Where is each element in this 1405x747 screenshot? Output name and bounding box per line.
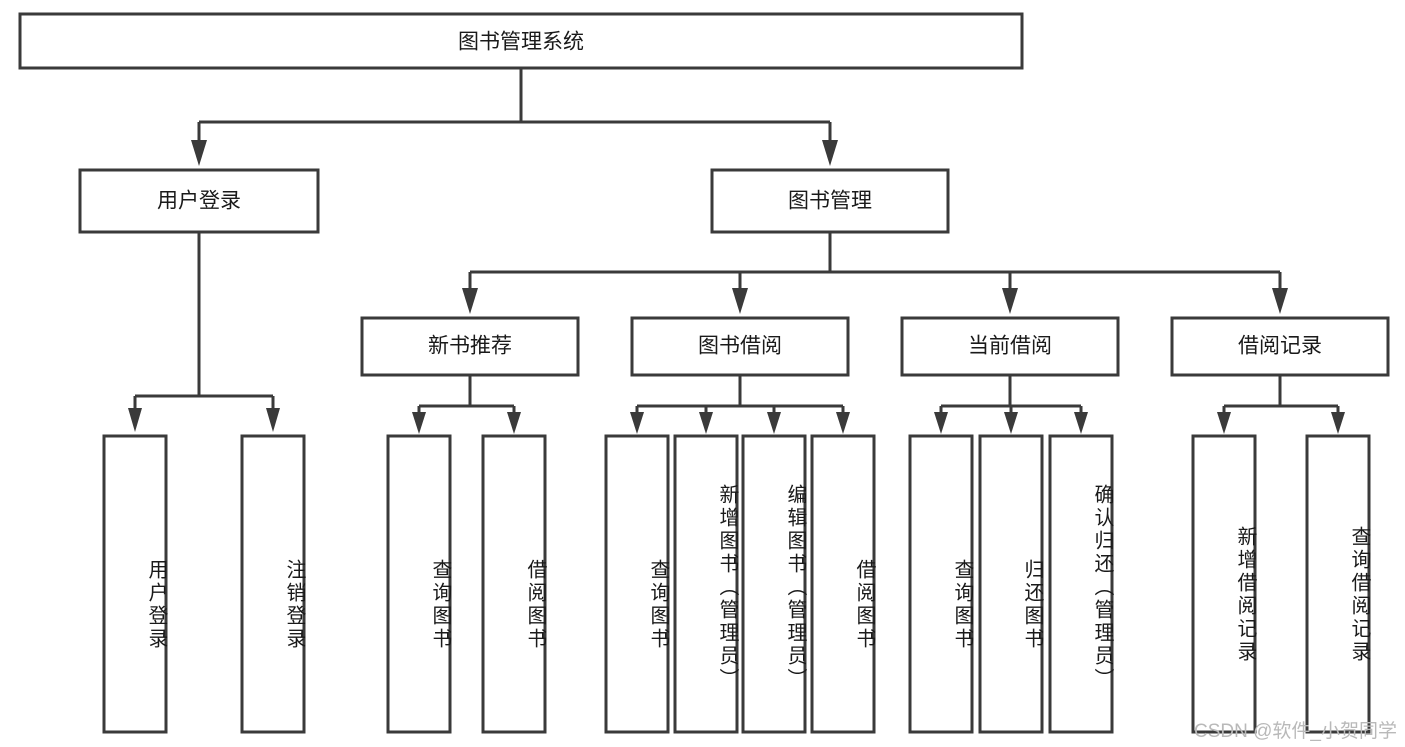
arrow-head-leaf-borrow-lend (836, 412, 850, 434)
arrow-head-leaf-cur-confirm (1074, 412, 1088, 434)
node-box-leaf-rec-search[interactable] (1305, 434, 1371, 734)
node-box-leaf-cur-query[interactable] (908, 434, 974, 734)
node-box-book-manage[interactable] (710, 168, 950, 234)
arrow-head-leaf-cur-return (1004, 412, 1018, 434)
node-label-current-borrow: 当前借阅 (968, 335, 1052, 358)
node-label-book-borrow: 图书借阅 (698, 335, 782, 358)
connector-group-user-login (128, 232, 280, 432)
arrow-head-leaf-rec-query (412, 412, 426, 434)
node-box-leaf-rec-borrow[interactable] (481, 434, 547, 734)
arrow-head-user-login (191, 140, 207, 166)
connector-group-book-manage (462, 232, 1288, 314)
node-box-leaf-borrow-add[interactable] (673, 434, 739, 734)
node-box-leaf-rec-add[interactable] (1191, 434, 1257, 734)
arrow-head-current-borrow (1002, 288, 1018, 314)
arrow-head-leaf-user-login (128, 408, 142, 432)
arrow-head-leaf-rec-add (1217, 412, 1231, 434)
arrow-head-leaf-borrow-query (630, 412, 644, 434)
connector-group-new-book-rec (412, 375, 521, 434)
arrow-head-book-manage (822, 140, 838, 166)
arrow-head-leaf-rec-borrow (507, 412, 521, 434)
node-label-root: 图书管理系统 (458, 31, 584, 54)
node-box-leaf-rec-query[interactable] (386, 434, 452, 734)
node-label-book-manage: 图书管理 (788, 190, 872, 213)
arrow-head-borrow-record (1272, 288, 1288, 314)
node-label-borrow-record: 借阅记录 (1238, 335, 1322, 358)
arrow-head-leaf-borrow-add (699, 412, 713, 434)
node-box-new-book-rec[interactable] (360, 316, 580, 377)
arrow-head-leaf-rec-search (1331, 412, 1345, 434)
connector-group-current-borrow (934, 375, 1088, 434)
node-label-user-login: 用户登录 (157, 190, 241, 213)
node-box-leaf-borrow-edit[interactable] (741, 434, 807, 734)
node-box-leaf-user-login[interactable] (102, 434, 168, 734)
node-box-leaf-cur-return[interactable] (978, 434, 1044, 734)
node-box-leaf-borrow-lend[interactable] (810, 434, 876, 734)
node-box-book-borrow[interactable] (630, 316, 850, 377)
node-box-current-borrow[interactable] (900, 316, 1120, 377)
node-box-root[interactable] (18, 12, 1024, 70)
arrow-head-new-book-rec (462, 288, 478, 314)
connector-group-book-borrow (630, 375, 850, 434)
node-box-leaf-cur-confirm[interactable] (1048, 434, 1114, 734)
watermark-text: CSDN @软件_小贺同学 (1194, 721, 1397, 742)
arrow-head-leaf-borrow-edit (767, 412, 781, 434)
arrow-head-leaf-cur-query (934, 412, 948, 434)
node-box-user-login[interactable] (78, 168, 320, 234)
connector-group-borrow-record (1217, 375, 1345, 434)
arrow-head-book-borrow (732, 288, 748, 314)
node-box-leaf-borrow-query[interactable] (604, 434, 670, 734)
node-label-new-book-rec: 新书推荐 (428, 335, 512, 358)
connector-group-root (191, 68, 838, 166)
node-box-borrow-record[interactable] (1170, 316, 1390, 377)
node-box-leaf-user-logout[interactable] (240, 434, 306, 734)
arrow-head-leaf-user-logout (266, 408, 280, 432)
